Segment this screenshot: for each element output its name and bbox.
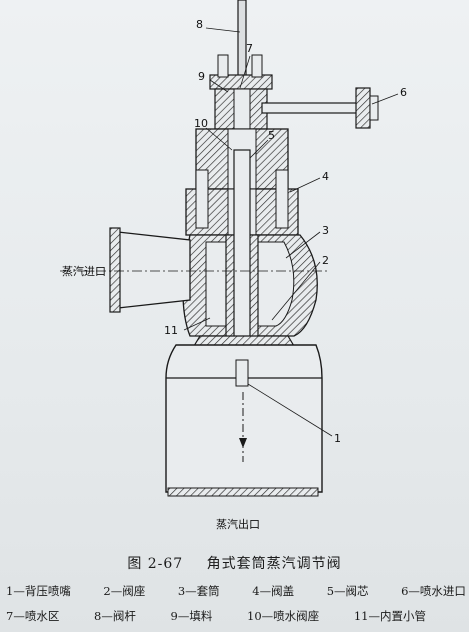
outlet-chamber (165, 344, 323, 493)
water-inlet-flange-face (369, 95, 379, 121)
outlet-flange (167, 487, 319, 497)
water-inlet-flange (355, 87, 371, 129)
outlet-label: 蒸汽出口 (216, 517, 260, 531)
callout-9: 9 (198, 70, 205, 83)
legend-row-1: 1—背压喷嘴 2—阀座 3—套筒 4—阀盖 5—阀芯 6—喷水进口 (6, 583, 466, 599)
legend-item: 7—喷水区 (6, 609, 60, 623)
legend-item: 10—喷水阀座 (247, 609, 320, 623)
legend-item: 5—阀芯 (326, 584, 369, 598)
legend-item: 2—阀座 (103, 584, 146, 598)
callout-7: 7 (246, 42, 253, 55)
gland-bolt-right (251, 54, 263, 78)
valve-drawing: 蒸汽进口 蒸汽出口 8 7 9 6 10 5 4 3 2 11 1 (60, 0, 407, 531)
callout-5: 5 (268, 129, 275, 142)
inlet-label: 蒸汽进口 (62, 264, 106, 278)
flange-bolt-right (275, 169, 289, 229)
inlet-nozzle (117, 231, 191, 309)
figure-number: 图 2-67 (127, 556, 184, 572)
flange-bolt-left (195, 169, 209, 229)
legend-item: 3—套筒 (177, 584, 220, 598)
gland-bolt-left (217, 54, 229, 78)
callout-1: 1 (334, 432, 341, 445)
figure-title: 角式套筒蒸汽调节阀 (206, 556, 342, 572)
legend-item: 1—背压喷嘴 (6, 584, 71, 598)
figure-caption: 图 2-67 角式套筒蒸汽调节阀 (0, 553, 469, 573)
leader-lines (183, 27, 399, 437)
packing-bore (233, 88, 251, 130)
legend-item: 8—阀杆 (94, 609, 136, 623)
legend-item: 6—喷水进口 (401, 584, 466, 598)
callout-10: 10 (194, 117, 208, 130)
outlet-arrow-icon (239, 438, 247, 448)
legend-item: 4—阀盖 (252, 584, 295, 598)
inlet-flange (109, 227, 121, 313)
callout-4: 4 (322, 170, 329, 183)
callout-3: 3 (322, 224, 329, 237)
inner-tube (235, 359, 249, 387)
legend-item: 11—内置小管 (353, 609, 426, 623)
callout-2: 2 (322, 254, 329, 267)
callout-8: 8 (196, 18, 203, 31)
callout-11: 11 (164, 324, 178, 337)
water-inlet-pipe (261, 102, 363, 114)
callout-6: 6 (400, 86, 407, 99)
legend-item: 9—填料 (170, 609, 213, 623)
legend-row-2: 7—喷水区 8—阀杆 9—填料 10—喷水阀座 11—内置小管 (6, 608, 426, 624)
